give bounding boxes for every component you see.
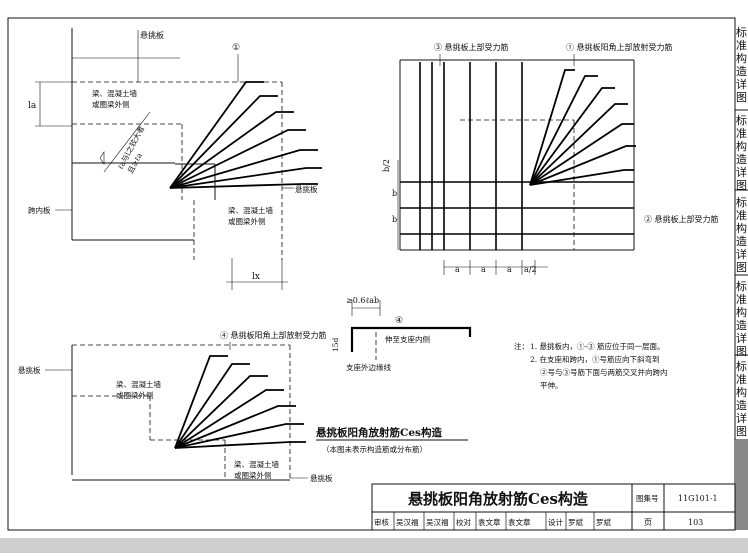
label-extend-note: 伸至支座内侧 <box>385 334 430 344</box>
side-tab-2: 标准构造详图 <box>736 114 747 192</box>
bar-detail: ≥0.6ℓab ④ 伸至支座内侧 15d 支座外边缘线 <box>331 296 472 372</box>
label-beam-wall-3: 梁、混凝土墙 <box>228 205 273 215</box>
radial-bars-bottom <box>174 355 306 449</box>
side-tab-3: 标准构造详图 <box>736 196 747 274</box>
signature-row: 审核吴汉福吴汉福校对袁文章袁文章设计罗斌罗斌 <box>371 512 611 530</box>
caption-title: 悬挑板阳角放射筋Ces构造 <box>315 426 442 439</box>
label-beam-wall-1: 梁、混凝土墙 <box>92 88 137 98</box>
radial-bars-right <box>529 69 636 186</box>
label-beam-wall-b1: 梁、混凝土墙 <box>116 379 161 389</box>
radial-bar-1 <box>169 81 264 189</box>
radial-bar-5 <box>529 123 634 186</box>
radial-bar-6 <box>169 167 322 189</box>
radial-bar-7 <box>174 441 306 449</box>
tb-cell-9: 罗斌 <box>596 517 611 527</box>
bottom-left-diagram: ④ 悬挑板阳角上部放射受力筋 悬挑板 梁、混凝土墙 或圈梁外侧 梁、混凝土墙 或… <box>18 330 333 483</box>
label-cantilever-slab-left: 悬挑板 <box>18 365 41 375</box>
radial-bar-1 <box>529 69 575 186</box>
radial-bar-7 <box>529 169 634 186</box>
label-cantilever-slab: 悬挑板 <box>140 30 164 40</box>
radial-bar-6 <box>174 423 304 449</box>
label-beam-wall-b2: 或圈梁外侧 <box>116 390 154 400</box>
label-beam-wall-2: 或圈梁外侧 <box>92 99 130 109</box>
title-block-title: 悬挑板阳角放射筋Ces构造 <box>408 490 588 508</box>
label-min-len: ≥0.6ℓab <box>346 296 379 305</box>
horizontal-bars-grid <box>400 181 634 235</box>
notes: 注： 1. 悬挑板内，①-③ 筋应位于同一层面。 2. 在支座和跨内，①号筋应向… <box>514 341 668 390</box>
note-4: 平伸。 <box>540 380 563 390</box>
top-left-diagram: 悬挑板 ① 梁、混凝土墙 或圈梁外侧 ℓa与l之较大者 且≥ℓa la lx 悬… <box>28 28 322 290</box>
bottom-band <box>0 538 748 553</box>
top-right-diagram: b/2 b b a a a a/2 ③ 悬挑板上部受力筋 ① 悬挑板阳角上部放射… <box>382 42 719 275</box>
label-bar-4-detail: ④ <box>395 316 403 326</box>
atlas-label: 图集号 <box>636 493 659 503</box>
dim-a-half: a/2 <box>524 265 537 274</box>
radial-bar-6 <box>529 145 636 186</box>
dim-b-half: b/2 <box>382 159 391 172</box>
notes-prefix: 注： <box>514 341 529 351</box>
radial-bar-2 <box>169 95 278 189</box>
radial-bar-4 <box>529 103 628 186</box>
note-2: 2. 在支座和跨内，①号筋应向下斜弯到 <box>530 354 660 364</box>
label-cantilever-slab-bottom: 悬挑板 <box>310 473 333 483</box>
radial-bar-4 <box>169 129 306 189</box>
tb-cell-5: 袁文章 <box>478 517 501 527</box>
radial-bar-3 <box>169 111 294 189</box>
radial-bar-4 <box>174 389 284 449</box>
tb-cell-3: 吴汉福 <box>426 518 449 527</box>
caption-subtitle: （本图未表示构造筋或分布筋） <box>322 444 427 454</box>
tb-cell-4: 校对 <box>456 517 471 527</box>
radial-bar-5 <box>174 405 296 449</box>
dim-a-1: a <box>455 265 460 274</box>
dim-a-3: a <box>507 265 512 274</box>
tb-cell-8: 罗斌 <box>568 517 583 527</box>
title-block: 悬挑板阳角放射筋Ces构造 图集号 11G101-1 页 103 审核吴汉福吴汉… <box>371 483 736 531</box>
dim-la: la <box>28 101 37 111</box>
side-tab-1: 标准构造详图 <box>736 26 747 104</box>
dim-b-1: b <box>392 189 397 198</box>
note-1: 1. 悬挑板内，①-③ 筋应位于同一层面。 <box>530 341 664 351</box>
side-tab-5: 标准构造详图 <box>736 360 747 438</box>
page-label: 页 <box>644 518 652 527</box>
side-hatch <box>735 440 748 530</box>
tb-cell-2: 吴汉福 <box>396 518 419 527</box>
vertical-bars-grid <box>419 62 523 250</box>
tb-cell-1: 审核 <box>374 517 389 527</box>
page-number: 103 <box>688 518 703 527</box>
atlas-number: 11G101-1 <box>678 494 718 503</box>
label-bar-2: ② 悬挑板上部受力筋 <box>644 214 719 224</box>
label-beam-wall-4: 或圈梁外侧 <box>228 216 266 226</box>
tb-cell-6: 袁文章 <box>508 517 531 527</box>
label-bar-1: ① <box>232 43 240 53</box>
label-bar-4-bottom: ④ 悬挑板阳角上部放射受力筋 <box>220 330 327 340</box>
radial-bar-5 <box>169 149 318 189</box>
label-bar-3: ③ 悬挑板上部受力筋 <box>434 42 509 52</box>
radial-bar-7 <box>169 183 318 189</box>
radial-bar-1 <box>174 355 228 449</box>
label-inner-span-slab: 跨内板 <box>28 205 51 215</box>
label-beam-wall-b4: 或圈梁外侧 <box>234 470 272 480</box>
label-support-edge: 支座外边缘线 <box>346 362 391 372</box>
dim-a-2: a <box>481 265 486 274</box>
radial-bar-3 <box>174 375 268 449</box>
label-bar-1-right: ① 悬挑板阳角上部放射受力筋 <box>566 42 673 52</box>
tb-cell-7: 设计 <box>548 517 563 527</box>
label-cantilever-slab-right: 悬挑板 <box>295 184 318 194</box>
side-tab-4: 标准构造详图 <box>736 280 747 358</box>
radial-bars-top <box>169 81 322 189</box>
radial-bar-3 <box>529 87 615 186</box>
label-hook-15d: 15d <box>331 337 340 352</box>
radial-bar-2 <box>529 75 598 186</box>
radial-bar-2 <box>174 363 250 449</box>
bar-4-shape <box>350 326 472 352</box>
dim-lx: lx <box>252 272 260 282</box>
dim-b-2: b <box>392 215 397 224</box>
note-3: ②号与③号筋下面与两筋交叉并向跨内 <box>540 367 668 377</box>
label-beam-wall-b3: 梁、混凝土墙 <box>234 459 279 469</box>
